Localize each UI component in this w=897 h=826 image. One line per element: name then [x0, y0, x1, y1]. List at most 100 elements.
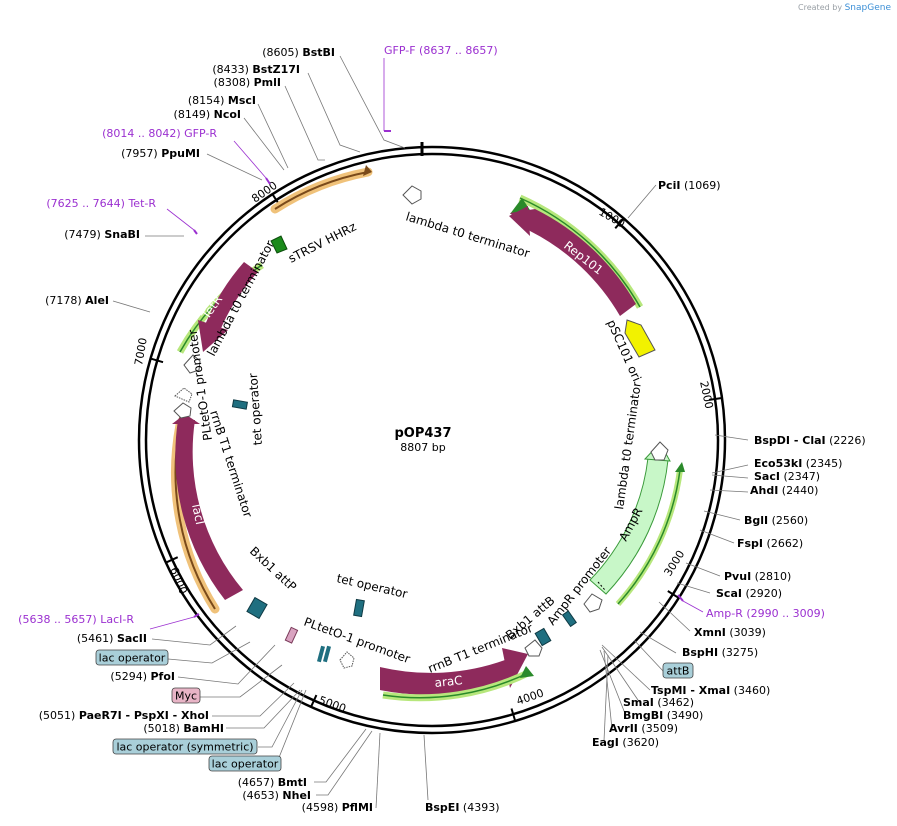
feature-box — [112, 738, 258, 755]
enzyme-site[interactable]: XmnI (3039) — [694, 626, 766, 639]
enzyme-site[interactable]: BspHI (3275) — [682, 646, 758, 659]
enzyme-label: (4657) BmtI — [238, 776, 307, 789]
enzyme-site[interactable]: SacI (2347) — [754, 470, 820, 483]
enzyme-position: (3460) — [730, 684, 770, 697]
enzyme-site[interactable]: (8433) BstZ17I — [212, 63, 300, 76]
enzyme-position: (2226) — [826, 434, 866, 447]
boxed-feature-label[interactable]: attB — [662, 662, 694, 679]
boxed-feature-label[interactable]: lac operator (symmetric) — [112, 738, 258, 755]
enzyme-name: TspMI - XmaI — [651, 684, 730, 697]
enzyme-label: (8433) BstZ17I — [212, 63, 300, 76]
enzyme-label: (8149) NcoI — [174, 108, 241, 121]
feature-box-text: attB — [667, 665, 690, 678]
enzyme-site[interactable]: ScaI (2920) — [716, 587, 782, 600]
enzyme-position: (3275) — [718, 646, 758, 659]
enzyme-site[interactable]: (5294) PfoI — [110, 670, 175, 683]
arac-label: araC — [434, 673, 463, 690]
tick-6000 — [166, 556, 179, 564]
feature-box-text: lac operator — [99, 652, 166, 665]
enzyme-name: SnaBI — [104, 228, 140, 241]
enzyme-site[interactable]: (4657) BmtI — [238, 776, 307, 789]
ampr-promoter-symbol — [583, 593, 603, 613]
ampr-dash — [597, 581, 606, 591]
bxb1-attp-label: Bxb1 attP — [247, 544, 299, 594]
enzyme-site[interactable]: (4598) PflMI — [302, 801, 373, 814]
enzyme-site[interactable]: AvrII (3509) — [609, 722, 678, 735]
strsv-label: sTRSV HHRz — [286, 219, 359, 265]
enzyme-position: (7178) — [45, 294, 85, 307]
lambda-t0-top-symbol — [402, 185, 422, 205]
enzyme-name: PmlI — [254, 76, 281, 89]
feature-box-text: lac operator — [212, 758, 279, 771]
enzyme-site[interactable]: (8308) PmlI — [214, 76, 281, 89]
snapgene-credit: Created by SnapGene — [798, 3, 891, 13]
lac-operator-sym-box-1 — [316, 645, 326, 663]
enzyme-position: (3462) — [654, 696, 694, 709]
enzyme-site[interactable]: (5461) SacII — [77, 632, 147, 645]
enzyme-site[interactable]: (8154) MscI — [188, 94, 256, 107]
enzyme-site[interactable]: SmaI (3462) — [623, 696, 694, 709]
feature-box — [662, 662, 694, 679]
enzyme-name: AleI — [85, 294, 109, 307]
enzyme-label: (4653) NheI — [242, 789, 311, 802]
enzyme-site[interactable]: FspI (2662) — [737, 537, 803, 550]
enzyme-position: (8308) — [214, 76, 254, 89]
enzyme-position: (2440) — [778, 484, 818, 497]
enzyme-label: EagI (3620) — [592, 736, 659, 749]
enzyme-label: SmaI (3462) — [623, 696, 694, 709]
enzyme-position: (4653) — [242, 789, 282, 802]
enzyme-name: BamHI — [183, 722, 224, 735]
features — [149, 58, 704, 702]
primer-laci-r-label[interactable]: (5638 .. 5657) LacI-R — [18, 613, 134, 626]
enzyme-site[interactable]: (4653) NheI — [242, 789, 311, 802]
enzyme-site[interactable]: (8149) NcoI — [174, 108, 241, 121]
ampr-line-head — [675, 462, 685, 472]
ampr-line — [617, 469, 681, 605]
primer-tet-r-label[interactable]: (7625 .. 7644) Tet-R — [46, 197, 156, 210]
plasmid-length: 8807 bp — [400, 441, 445, 454]
enzyme-site[interactable]: EagI (3620) — [592, 736, 659, 749]
boxed-feature-label[interactable]: lac operator — [95, 649, 169, 666]
primer-text: (7625 .. 7644) — [46, 197, 128, 210]
tick-5000 — [310, 694, 318, 707]
enzyme-site[interactable]: (7957) PpuMI — [121, 147, 200, 160]
feature-box — [95, 649, 169, 666]
boxed-feature-label[interactable]: lac operator — [208, 755, 282, 772]
enzyme-site[interactable]: BmgBI (3490) — [623, 709, 703, 722]
enzyme-site[interactable]: BspEI (4393) — [425, 801, 500, 814]
enzyme-label: (5018) BamHI — [143, 722, 224, 735]
enzyme-name: PciI — [658, 179, 680, 192]
enzyme-site[interactable]: Eco53kI (2345) — [754, 457, 842, 470]
enzyme-site[interactable]: (7178) AleI — [45, 294, 109, 307]
primer-gfp-f-label[interactable]: GFP-F (8637 .. 8657) — [384, 44, 498, 57]
feature-box-text: Myc — [175, 690, 197, 703]
enzyme-position: (3620) — [619, 736, 659, 749]
primer-amp-r-label[interactable]: Amp-R (2990 .. 3009) — [706, 607, 825, 620]
tet-operator-2-label: tet operator — [335, 571, 409, 601]
bxb1-attb-box — [534, 627, 552, 647]
enzyme-position: (5051) — [39, 709, 79, 722]
enzyme-site[interactable]: PciI (1069) — [658, 179, 721, 192]
enzyme-position: (2920) — [742, 587, 782, 600]
enzyme-site[interactable]: TspMI - XmaI (3460) — [651, 684, 770, 697]
backbone — [137, 142, 727, 735]
enzyme-position: (2662) — [763, 537, 803, 550]
enzyme-name: BstZ17I — [252, 63, 300, 76]
enzyme-site[interactable]: BglI (2560) — [744, 514, 808, 527]
enzyme-site[interactable]: BspDI - ClaI (2226) — [754, 434, 866, 447]
myc-tag-box — [284, 626, 299, 644]
enzyme-site[interactable]: (5051) PaeR7I - PspXI - XhoI — [39, 709, 209, 722]
enzyme-label: (8154) MscI — [188, 94, 256, 107]
boxed-feature-label[interactable]: Myc — [171, 687, 201, 704]
enzyme-site[interactable]: (8605) BstBI — [262, 46, 335, 59]
enzyme-site[interactable]: AhdI (2440) — [750, 484, 818, 497]
enzyme-label: (8308) PmlI — [214, 76, 281, 89]
enzyme-label: (4598) PflMI — [302, 801, 373, 814]
primer-gfp-r-label[interactable]: (8014 .. 8042) GFP-R — [102, 127, 217, 140]
enzyme-site[interactable]: (7479) SnaBI — [64, 228, 140, 241]
enzyme-site[interactable]: PvuI (2810) — [724, 570, 791, 583]
enzyme-label: TspMI - XmaI (3460) — [651, 684, 770, 697]
enzyme-site[interactable]: (5018) BamHI — [143, 722, 224, 735]
enzyme-name: NheI — [282, 789, 311, 802]
